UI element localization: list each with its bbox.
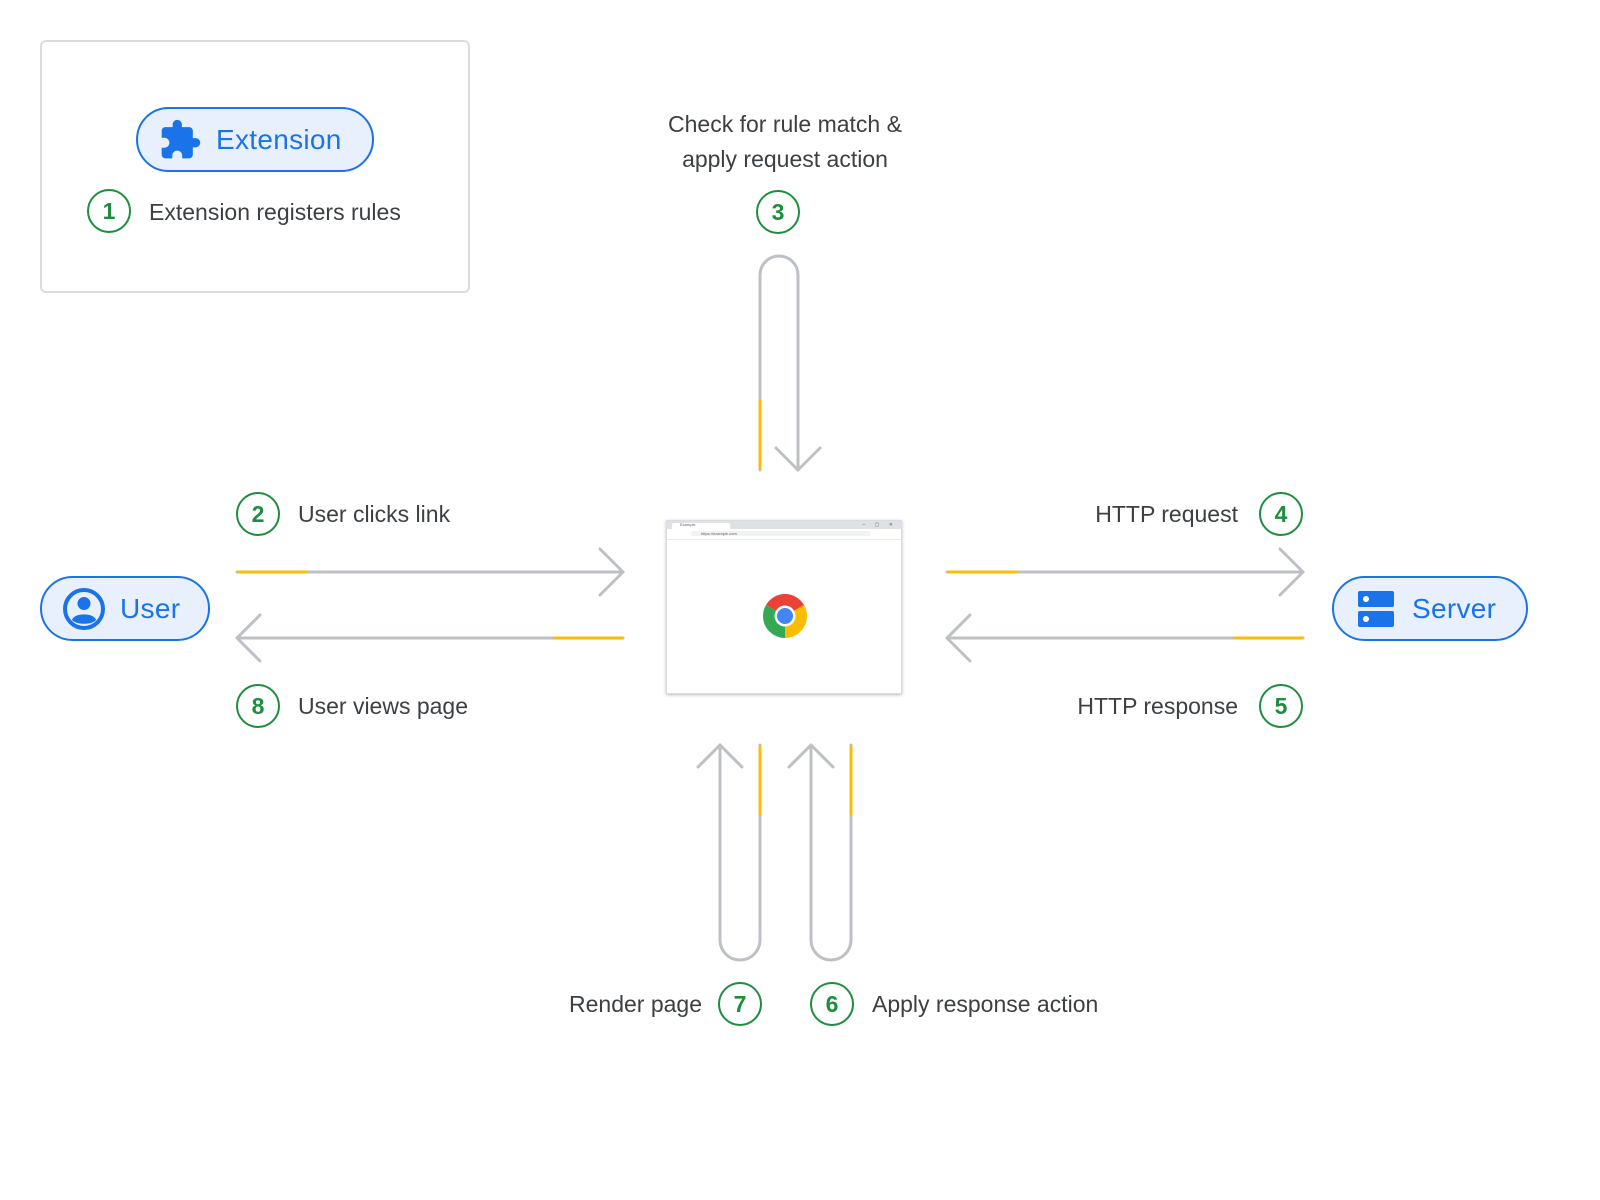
extension-label: Extension [216,123,342,155]
arrowhead-http-response [945,613,972,663]
step-3-label-line-1: Check for rule match & [668,111,902,137]
step-4-badge: 4 [1259,492,1303,536]
browser-tab-title: Example [680,522,696,527]
step-7-badge: 7 [718,982,762,1026]
puzzle-piece-icon [158,118,202,162]
extension-panel [40,40,470,293]
user-label: User [120,592,181,624]
step-2-badge: 2 [236,492,280,536]
arrowhead-rule-match-loop [774,446,822,472]
step-3-label-line-2: apply request action [682,146,888,172]
server-label: Server [1412,592,1497,624]
account-circle-icon [62,587,106,631]
step-5-badge: 5 [1259,684,1303,728]
server-pill: Server [1332,576,1528,641]
browser-omnibox [691,531,871,536]
extension-pill: Extension [136,107,374,172]
browser-tab [672,523,730,529]
step-8-badge: 8 [236,684,280,728]
arrowhead-user-views-page [235,613,262,663]
step-1-label: Extension registers rules [149,199,401,225]
browser-window: Example – ▢ ✕ https://example.com [666,520,902,694]
arrow-render-page-loop [718,743,762,962]
server-icon [1356,587,1396,631]
chrome-logo-icon [763,594,807,638]
step-8-label: User views page [298,693,469,719]
arrow-response-action-loop [809,743,853,962]
step-7-label: Render page [569,991,702,1017]
step-2-label: User clicks link [298,501,451,527]
step-4-label: HTTP request [1095,501,1238,527]
window-controls-icon: – ▢ ✕ [862,522,897,528]
browser-tab-strip: Example – ▢ ✕ [667,521,901,529]
step-6-label: Apply response action [872,991,1099,1017]
arrow-rule-match-loop [758,254,800,472]
step-5-label: HTTP response [1077,693,1238,719]
step-3-badge: 3 [756,190,800,234]
arrowhead-http-request [1278,547,1305,597]
browser-url: https://example.com [701,531,737,536]
user-pill: User [40,576,210,641]
arrowhead-response-action-loop [787,743,835,769]
step-1-badge: 1 [87,189,131,233]
arrowhead-render-page-loop [696,743,744,769]
arrowhead-user-clicks-link [598,547,625,597]
step-6-badge: 6 [810,982,854,1026]
